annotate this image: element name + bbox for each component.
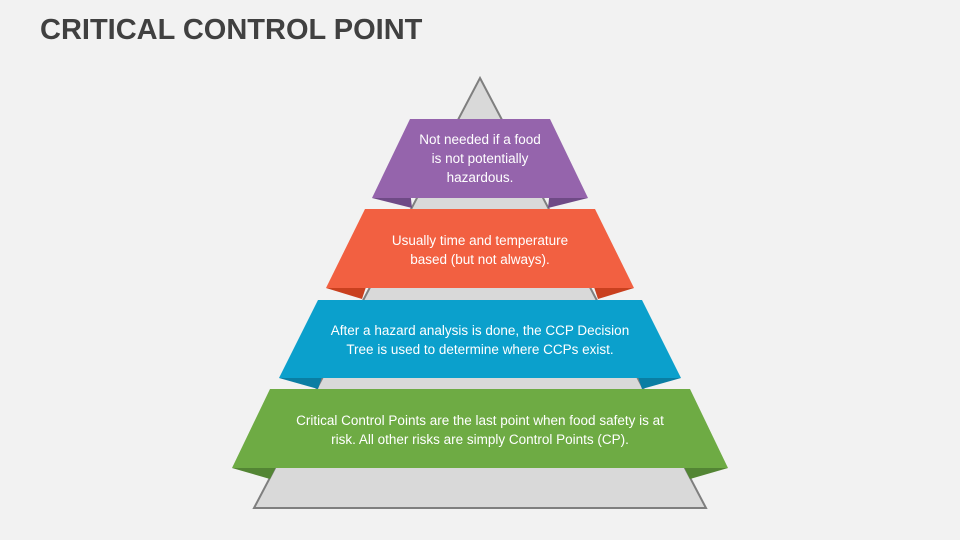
level1-line3: hazardous. — [446, 170, 514, 185]
level3-line1: After a hazard analysis is done, the CCP… — [330, 323, 630, 338]
level2-fold-right — [594, 287, 634, 299]
level4-text: Critical Control Points are the last poi… — [240, 411, 720, 449]
level3-band — [279, 300, 681, 378]
level4-band — [232, 389, 728, 468]
level4-line1: Critical Control Points are the last poi… — [296, 413, 664, 428]
page-title: CRITICAL CONTROL POINT — [40, 14, 423, 46]
level1-line1: Not needed if a food — [419, 132, 541, 147]
level1-text: Not needed if a food is not potentially … — [380, 130, 580, 187]
level2-text: Usually time and temperature based (but … — [340, 231, 620, 269]
level3-fold-right — [638, 377, 681, 389]
level4-line2: risk. All other risks are simply Control… — [331, 432, 629, 447]
level4-fold-left — [232, 467, 276, 479]
level1-line2: is not potentially — [431, 151, 529, 166]
level2-line1: Usually time and temperature — [391, 233, 569, 248]
level1-band — [372, 119, 588, 198]
level4-fold-right — [684, 467, 728, 479]
level3-fold-left — [279, 377, 322, 389]
level2-band — [326, 209, 634, 288]
level2-fold-left — [326, 287, 366, 299]
level3-text: After a hazard analysis is done, the CCP… — [290, 321, 670, 359]
level3-line2: Tree is used to determine where CCPs exi… — [346, 342, 614, 357]
level2-line2: based (but not always). — [410, 252, 550, 267]
